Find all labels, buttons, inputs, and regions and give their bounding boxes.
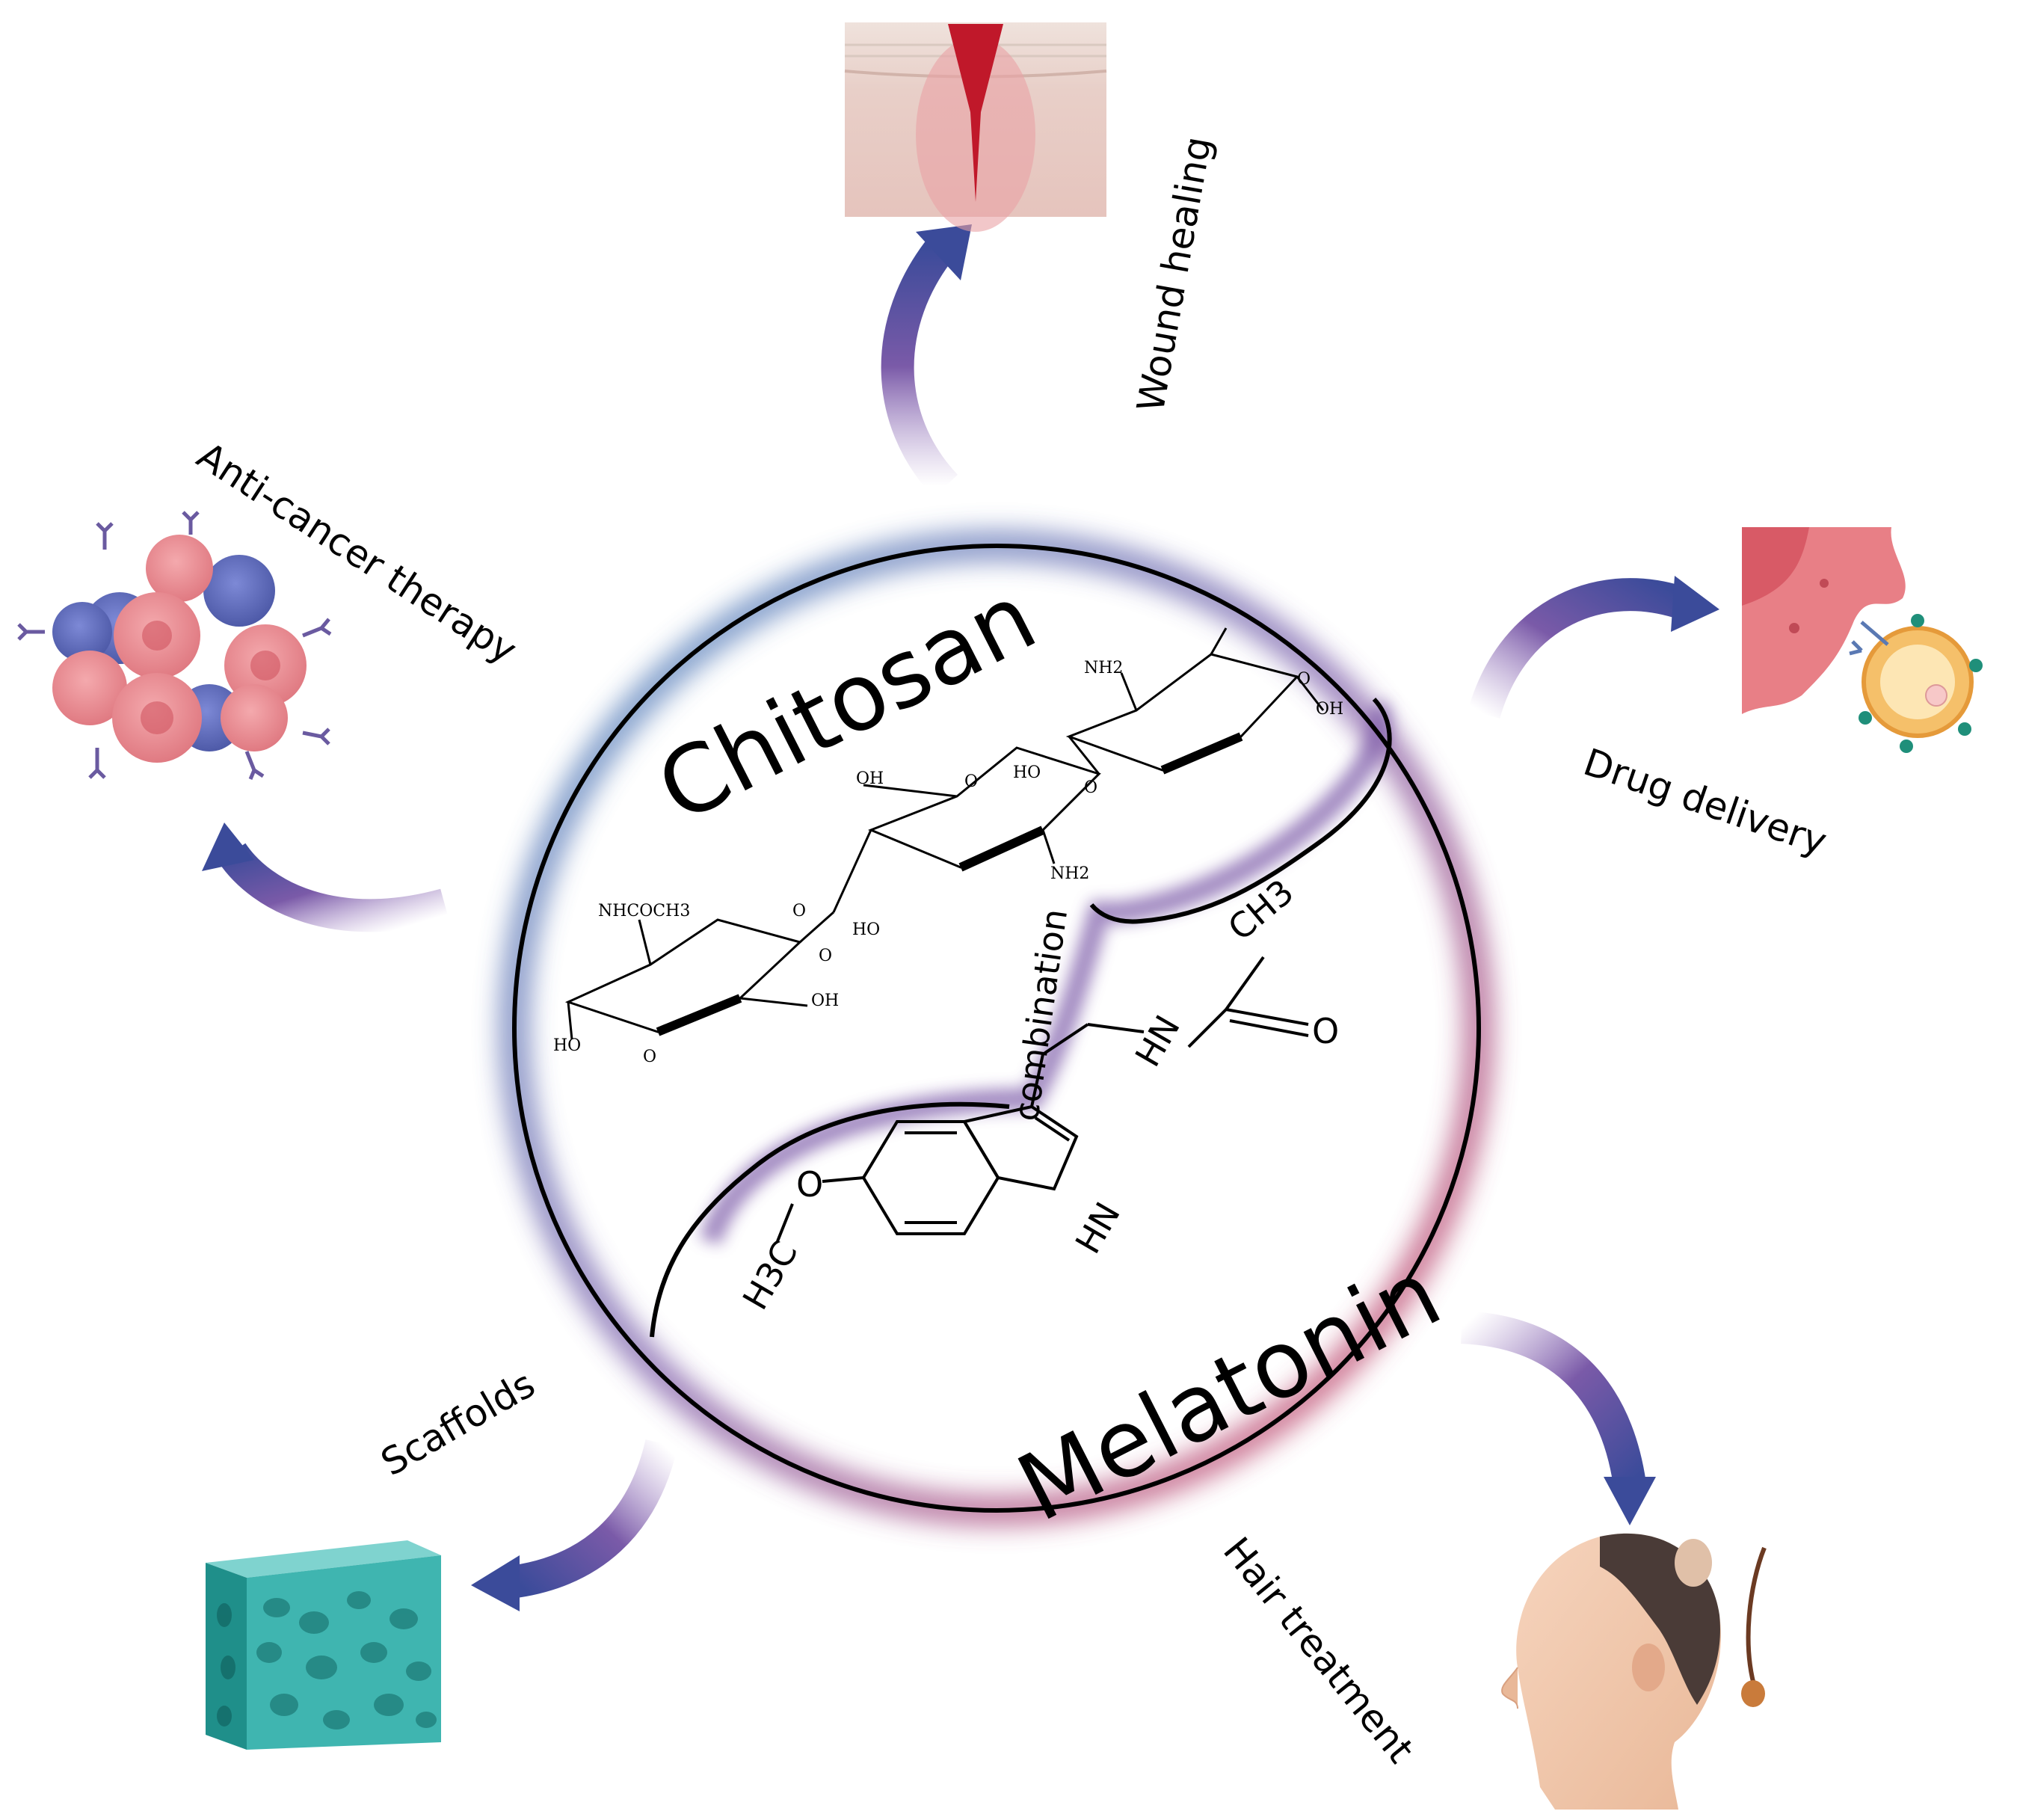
arrow-to-drug-delivery: [1468, 576, 1719, 719]
melatonin-h3c: H3C: [735, 1234, 806, 1316]
porous-cube-icon: [206, 1540, 441, 1750]
chitosan-o-bottom: O: [643, 1048, 656, 1066]
chitosan-o-ring1: O: [1297, 670, 1311, 689]
wound-skin-icon: [844, 22, 1107, 232]
chitosan-ho-mid: HO: [1013, 763, 1041, 782]
melatonin-methoxy-o: O: [796, 1164, 823, 1205]
chitosan-oh-right: OH: [1316, 700, 1343, 719]
chitosan-ho-left: HO: [553, 1036, 581, 1055]
chitosan-nhcoch3: NHCOCH3: [598, 902, 690, 920]
nanoparticle-cell-icon: [1742, 527, 1983, 753]
chitosan-o-ring2: O: [964, 772, 978, 791]
divider-glow: [699, 701, 1391, 1245]
chitosan-nh2-mid: NH2: [1050, 864, 1089, 883]
tumor-cells-icon: [17, 511, 332, 780]
chitosan-oh-bottom: OH: [811, 992, 839, 1010]
arrow-to-hair-treatment: [1460, 1311, 1656, 1525]
arrow-to-anti-cancer: [202, 823, 449, 932]
arrow-to-wound-healing: [881, 224, 972, 498]
chitosan-structure: [564, 627, 1325, 1040]
central-circle: [512, 544, 1481, 1513]
chitosan-o-left: O: [792, 902, 806, 920]
lower-divider-line: [650, 1101, 1010, 1338]
chitosan-ho-mid2: HO: [852, 920, 880, 939]
chitosan-o-link: O: [1084, 778, 1097, 797]
balding-head-icon: [1501, 1533, 1767, 1810]
chitosan-oh-top: OH: [856, 769, 884, 788]
upper-divider-line: [1089, 697, 1392, 924]
arrow-to-scaffolds: [471, 1439, 678, 1611]
chitosan-nh2-top: NH2: [1084, 659, 1123, 677]
melatonin-indole-hn: HN: [1068, 1196, 1128, 1261]
chitosan-atom-labels: NH2 OH O HO O OH O NH2 O HO NHCOCH3 O OH…: [553, 659, 1343, 1066]
melatonin-structure: [776, 956, 1309, 1242]
melatonin-carbonyl-o: O: [1312, 1011, 1339, 1051]
melatonin-amide-hn: HN: [1127, 1009, 1188, 1074]
chitosan-o-ring3: O: [819, 947, 832, 965]
